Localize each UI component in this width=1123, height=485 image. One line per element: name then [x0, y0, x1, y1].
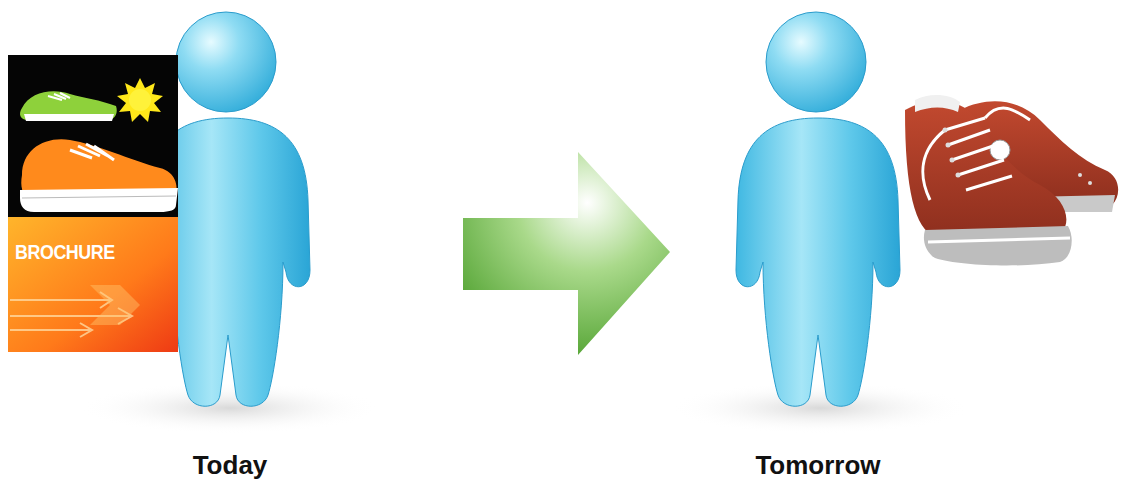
floor-shadow	[80, 382, 380, 434]
stage-label: Tomorrow	[755, 450, 880, 481]
person-figure	[736, 12, 900, 406]
floor-shadow	[670, 382, 970, 434]
brochure-title: BROCHURE	[15, 240, 115, 264]
stage-label: Today	[193, 450, 268, 481]
block-arrow	[463, 152, 670, 355]
sneakers	[905, 95, 1118, 266]
brochure	[8, 55, 178, 352]
